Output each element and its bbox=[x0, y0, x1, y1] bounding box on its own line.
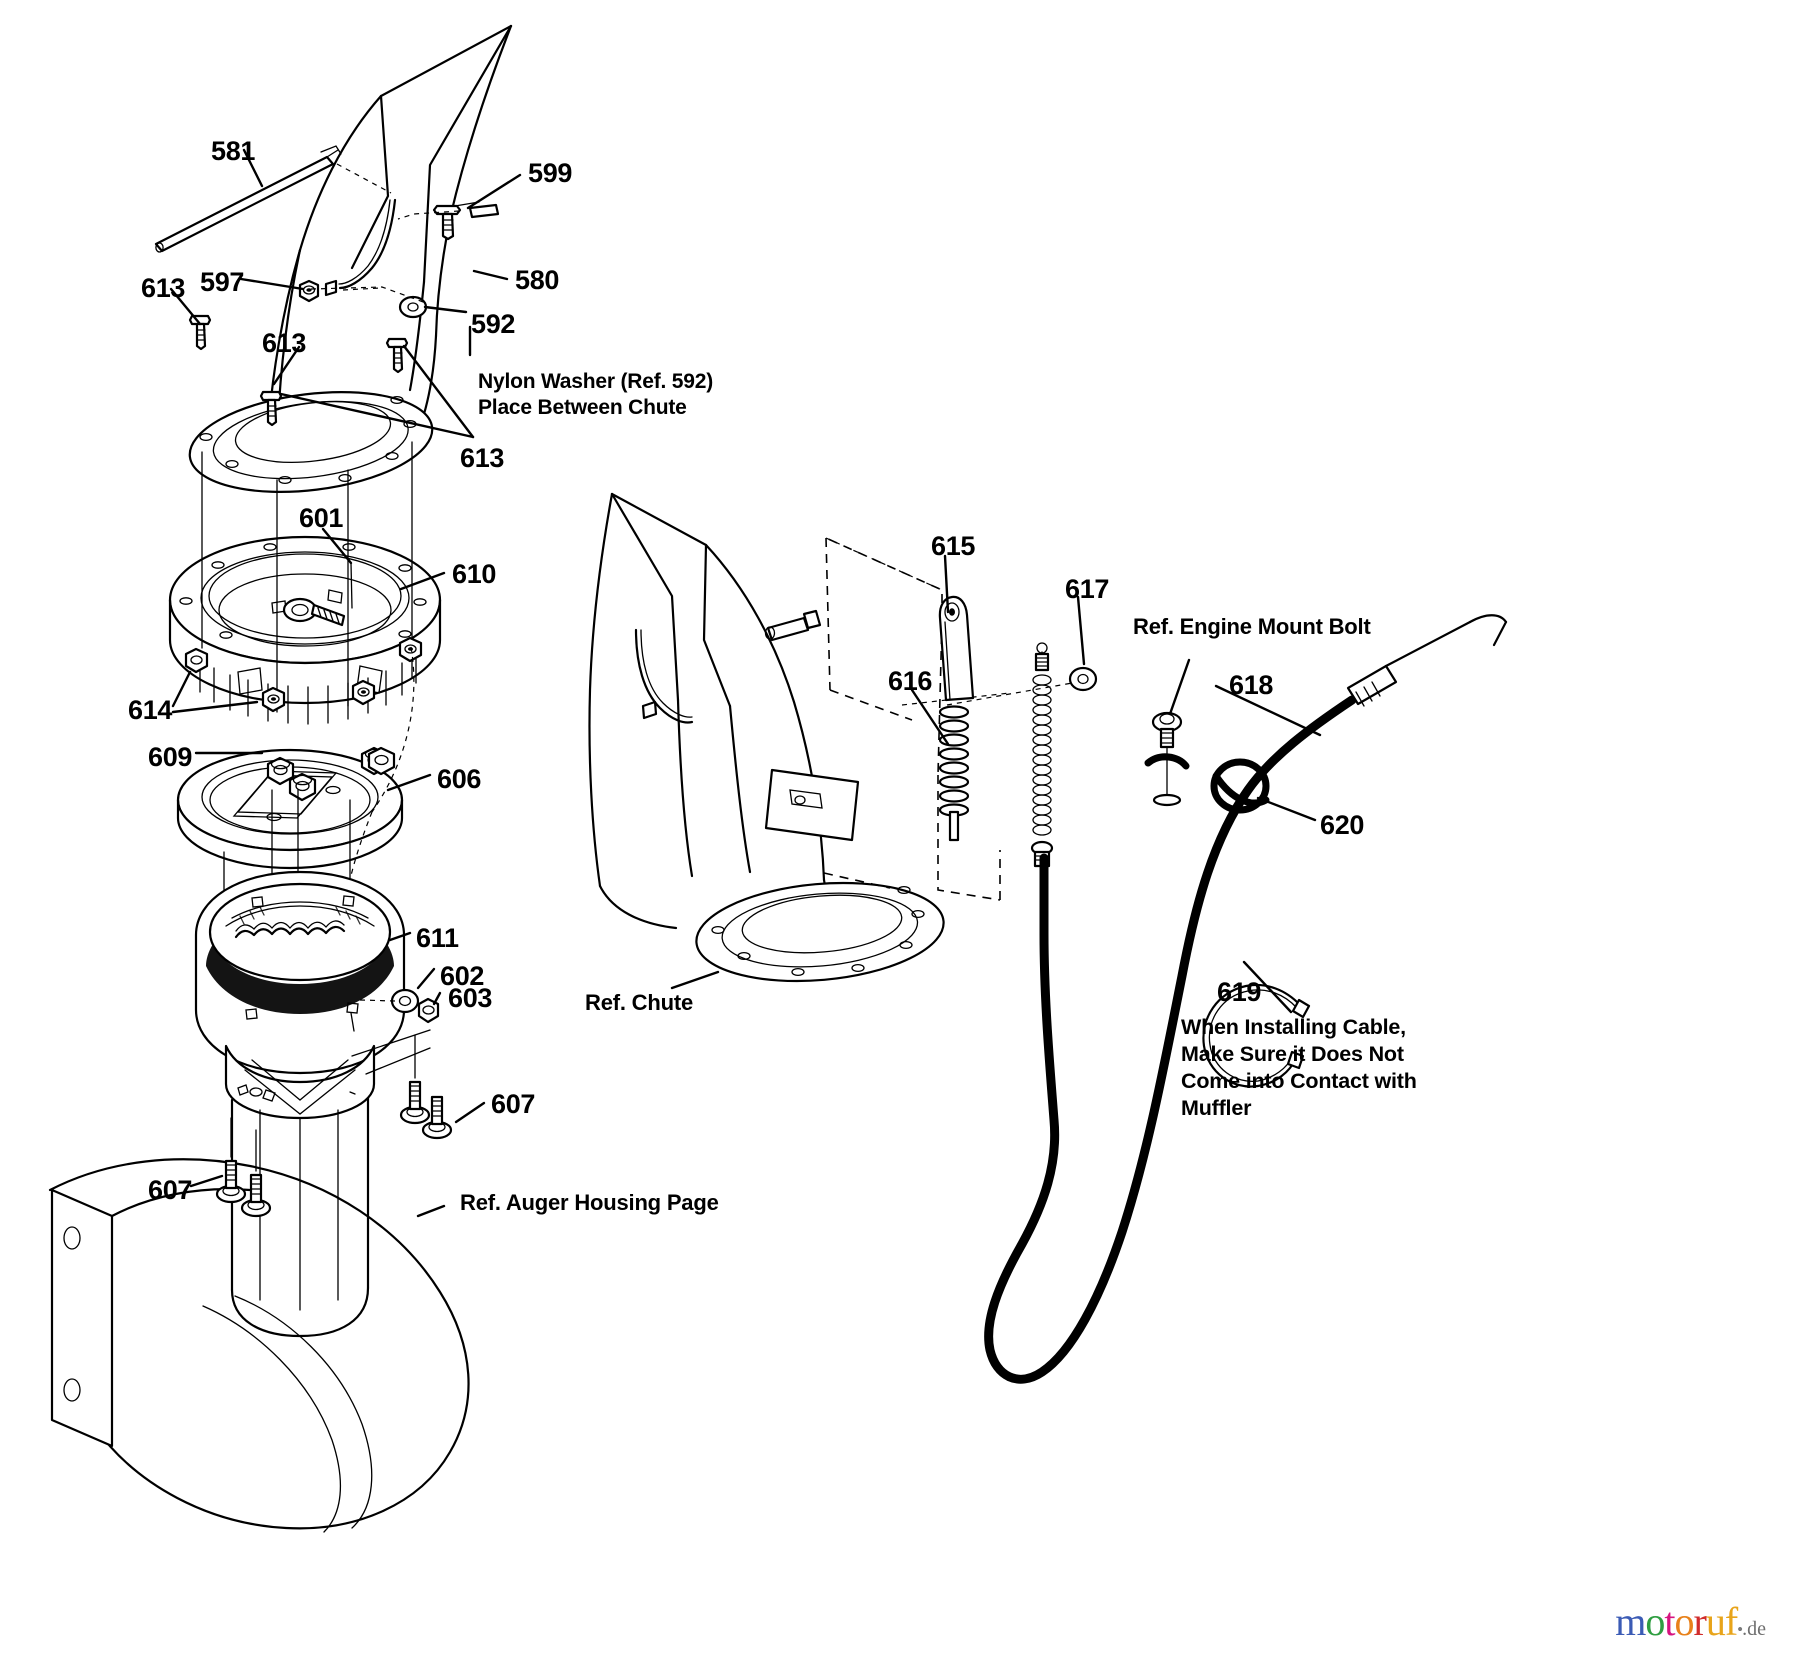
callout-620: 620 bbox=[1320, 810, 1365, 840]
motoruf-watermark: motoruf•.de bbox=[1615, 1599, 1766, 1644]
callout-619: 619 bbox=[1217, 977, 1262, 1007]
note-nylon-washer: Nylon Washer (Ref. 592) Place Between Ch… bbox=[478, 370, 714, 419]
nut-609-a bbox=[266, 756, 295, 786]
callout-597: 597 bbox=[200, 267, 245, 297]
callout-613-a: 613 bbox=[141, 273, 186, 303]
chute-adapter bbox=[48, 1029, 486, 1533]
callout-592: 592 bbox=[471, 309, 516, 339]
spring-rod-615-616 bbox=[823, 537, 1079, 901]
nut-614-b bbox=[261, 686, 286, 713]
screw-607-c bbox=[215, 1117, 247, 1204]
callout-614: 614 bbox=[128, 695, 173, 725]
callout-611: 611 bbox=[416, 923, 459, 953]
callout-613-b: 613 bbox=[262, 328, 307, 358]
callout-607-b: 607 bbox=[148, 1175, 193, 1205]
nut-614-a bbox=[184, 647, 209, 674]
callout-615: 615 bbox=[931, 531, 976, 561]
ref-engine-mount-bolt: Ref. Engine Mount Bolt bbox=[1133, 614, 1371, 639]
screw-601 bbox=[282, 597, 346, 627]
engine-mount-bolt-ref bbox=[1151, 711, 1183, 807]
callout-581: 581 bbox=[211, 136, 256, 166]
callout-580: 580 bbox=[515, 265, 560, 295]
callout-601: 601 bbox=[299, 503, 344, 533]
upper-chute-assembly bbox=[154, 24, 522, 494]
reference-chute bbox=[588, 492, 945, 990]
callout-603: 603 bbox=[448, 983, 493, 1013]
cable-loop-620 bbox=[1210, 758, 1270, 814]
nut-614-c bbox=[351, 679, 376, 706]
nut-609-d bbox=[367, 746, 396, 776]
callout-599: 599 bbox=[528, 158, 573, 188]
nut-597 bbox=[298, 279, 320, 303]
callout-610: 610 bbox=[452, 559, 497, 589]
washer-617 bbox=[1068, 666, 1098, 692]
nut-609-b bbox=[288, 772, 317, 802]
ref-chute: Ref. Chute bbox=[585, 990, 694, 1015]
callout-613-c: 613 bbox=[460, 443, 505, 473]
bolt-599 bbox=[432, 204, 462, 241]
washer-602 bbox=[390, 988, 420, 1014]
chute-control-cable-618 bbox=[984, 614, 1508, 1384]
ref-auger-housing-page: Ref. Auger Housing Page bbox=[460, 1190, 719, 1215]
callout-618: 618 bbox=[1229, 670, 1274, 700]
screw-607-a bbox=[399, 1034, 431, 1125]
callout-602: 602 bbox=[440, 961, 485, 991]
chute-rotator-610 bbox=[168, 441, 446, 725]
callout-609: 609 bbox=[148, 742, 193, 772]
callout-616: 616 bbox=[888, 666, 933, 696]
callout-606: 606 bbox=[437, 764, 482, 794]
washer-592 bbox=[398, 295, 428, 319]
gear-ring-611 bbox=[194, 870, 442, 1075]
screw-607-b bbox=[421, 1095, 453, 1140]
retaining-ring-619 bbox=[1202, 960, 1311, 1088]
screw-607-d bbox=[240, 1129, 272, 1218]
note-cable-muffler-warning: When Installing Cable, Make Sure it Does… bbox=[1181, 1015, 1417, 1120]
screw-613-c bbox=[385, 337, 409, 374]
screw-613-b bbox=[259, 390, 283, 427]
screw-613-a bbox=[188, 314, 212, 351]
cable-inner-coil bbox=[1030, 595, 1098, 868]
nut-614-d bbox=[398, 636, 423, 663]
callout-617: 617 bbox=[1065, 574, 1110, 604]
callout-607-a: 607 bbox=[491, 1089, 536, 1119]
